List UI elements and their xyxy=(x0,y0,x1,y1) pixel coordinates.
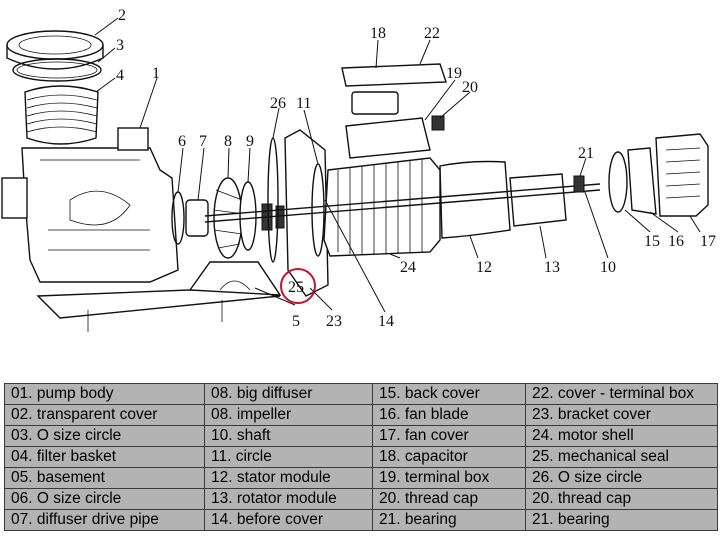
back-cover-part xyxy=(608,151,628,213)
legend-row: 05. basement 12. stator module 19. termi… xyxy=(4,467,718,489)
filter-basket-part xyxy=(24,85,99,145)
legend-cell: 16. fan blade xyxy=(372,404,526,426)
cover-terminal-box-part xyxy=(341,63,447,87)
legend-cell: 15. back cover xyxy=(372,383,526,405)
legend-cell: 24. motor shell xyxy=(525,425,718,447)
legend-cell: 23. bracket cover xyxy=(525,404,718,426)
callout-14: 14 xyxy=(378,313,394,330)
legend-cell: 02. transparent cover xyxy=(4,404,205,426)
mechanical-seal-highlight xyxy=(280,268,316,304)
legend-cell: 06. O size circle xyxy=(4,488,205,510)
legend-cell: 08. big diffuser xyxy=(204,383,373,405)
terminal-box-part xyxy=(345,117,431,159)
legend-row: 04. filter basket 11. circle 18. capacit… xyxy=(4,446,718,468)
callout-11: 11 xyxy=(296,95,311,112)
legend-row: 06. O size circle 13. rotator module 20.… xyxy=(4,488,718,510)
legend-cell: 21. bearing xyxy=(525,509,718,531)
callout-8: 8 xyxy=(224,133,232,150)
legend-cell: 01. pump body xyxy=(4,383,205,405)
legend-cell: 03. O size circle xyxy=(4,425,205,447)
bearing-part xyxy=(573,175,585,193)
big-diffuser-part xyxy=(239,181,257,251)
fan-blade-part xyxy=(627,147,657,215)
callout-6: 6 xyxy=(178,133,186,150)
diffuser-drive-pipe-part xyxy=(185,199,209,237)
callout-3: 3 xyxy=(116,37,124,54)
callout-18: 18 xyxy=(370,25,386,42)
exploded-pump-diagram: 2 3 4 1 6 7 8 9 26 11 18 22 19 20 21 24 … xyxy=(1,7,716,332)
callout-7: 7 xyxy=(199,133,207,150)
o-ring-part-26 xyxy=(267,137,279,263)
legend-row: 01. pump body 08. big diffuser 15. back … xyxy=(4,383,718,405)
legend-cell: 04. filter basket xyxy=(4,446,205,468)
basement-part xyxy=(36,261,282,332)
callout-17: 17 xyxy=(700,233,716,250)
callout-16: 16 xyxy=(668,233,684,250)
callout-13: 13 xyxy=(544,259,560,276)
o-ring-part-3 xyxy=(12,58,102,82)
callout-15: 15 xyxy=(644,233,660,250)
legend-row: 03. O size circle 10. shaft 17. fan cove… xyxy=(4,425,718,447)
legend-cell: 14. before cover xyxy=(204,509,373,531)
callout-5: 5 xyxy=(292,313,300,330)
callout-21: 21 xyxy=(578,145,594,162)
callout-4: 4 xyxy=(116,67,124,84)
pump-body-part xyxy=(1,127,179,283)
legend-cell: 19. terminal box xyxy=(372,467,526,489)
callout-24: 24 xyxy=(400,259,416,276)
callout-10: 10 xyxy=(600,259,616,276)
shaft-part xyxy=(204,183,601,223)
callout-1: 1 xyxy=(152,65,160,82)
legend-cell: 13. rotator module xyxy=(204,488,373,510)
legend-cell: 26. O size circle xyxy=(525,467,718,489)
legend-cell: 12. stator module xyxy=(204,467,373,489)
callout-23: 23 xyxy=(326,313,342,330)
legend-cell: 11. circle xyxy=(204,446,373,468)
legend-cell: 20. thread cap xyxy=(372,488,526,510)
callout-22: 22 xyxy=(424,25,440,42)
legend-cell: 08. impeller xyxy=(204,404,373,426)
capacitor-part xyxy=(351,91,399,115)
legend-cell: 07. diffuser drive pipe xyxy=(4,509,205,531)
legend-cell: 25. mechanical seal xyxy=(525,446,718,468)
rotator-module-part xyxy=(509,173,567,227)
legend-cell: 21. bearing xyxy=(372,509,526,531)
legend-cell: 22. cover - terminal box xyxy=(525,383,718,405)
callout-12: 12 xyxy=(476,259,492,276)
legend-row: 02. transparent cover 08. impeller 16. f… xyxy=(4,404,718,426)
fan-cover-part xyxy=(655,133,709,217)
legend-cell: 10. shaft xyxy=(204,425,373,447)
legend-cell: 20. thread cap xyxy=(525,488,718,510)
legend-cell: 05. basement xyxy=(4,467,205,489)
callout-19: 19 xyxy=(446,65,462,82)
callout-2: 2 xyxy=(118,7,126,24)
legend-row: 07. diffuser drive pipe 14. before cover… xyxy=(4,509,718,531)
callout-labels: 2 3 4 1 6 7 8 9 26 11 18 22 19 20 21 24 … xyxy=(116,7,716,330)
thread-cap-part xyxy=(431,115,445,131)
callout-20: 20 xyxy=(462,79,478,96)
legend-cell: 17. fan cover xyxy=(372,425,526,447)
callout-9: 9 xyxy=(246,133,254,150)
parts-legend-table: 01. pump body 08. big diffuser 15. back … xyxy=(4,383,718,531)
before-cover-part xyxy=(284,129,329,297)
leader-lines xyxy=(94,17,701,313)
callout-26: 26 xyxy=(270,95,286,112)
legend-cell: 18. capacitor xyxy=(372,446,526,468)
callout-25: 25 xyxy=(288,279,304,296)
transparent-cover-part xyxy=(6,30,104,70)
